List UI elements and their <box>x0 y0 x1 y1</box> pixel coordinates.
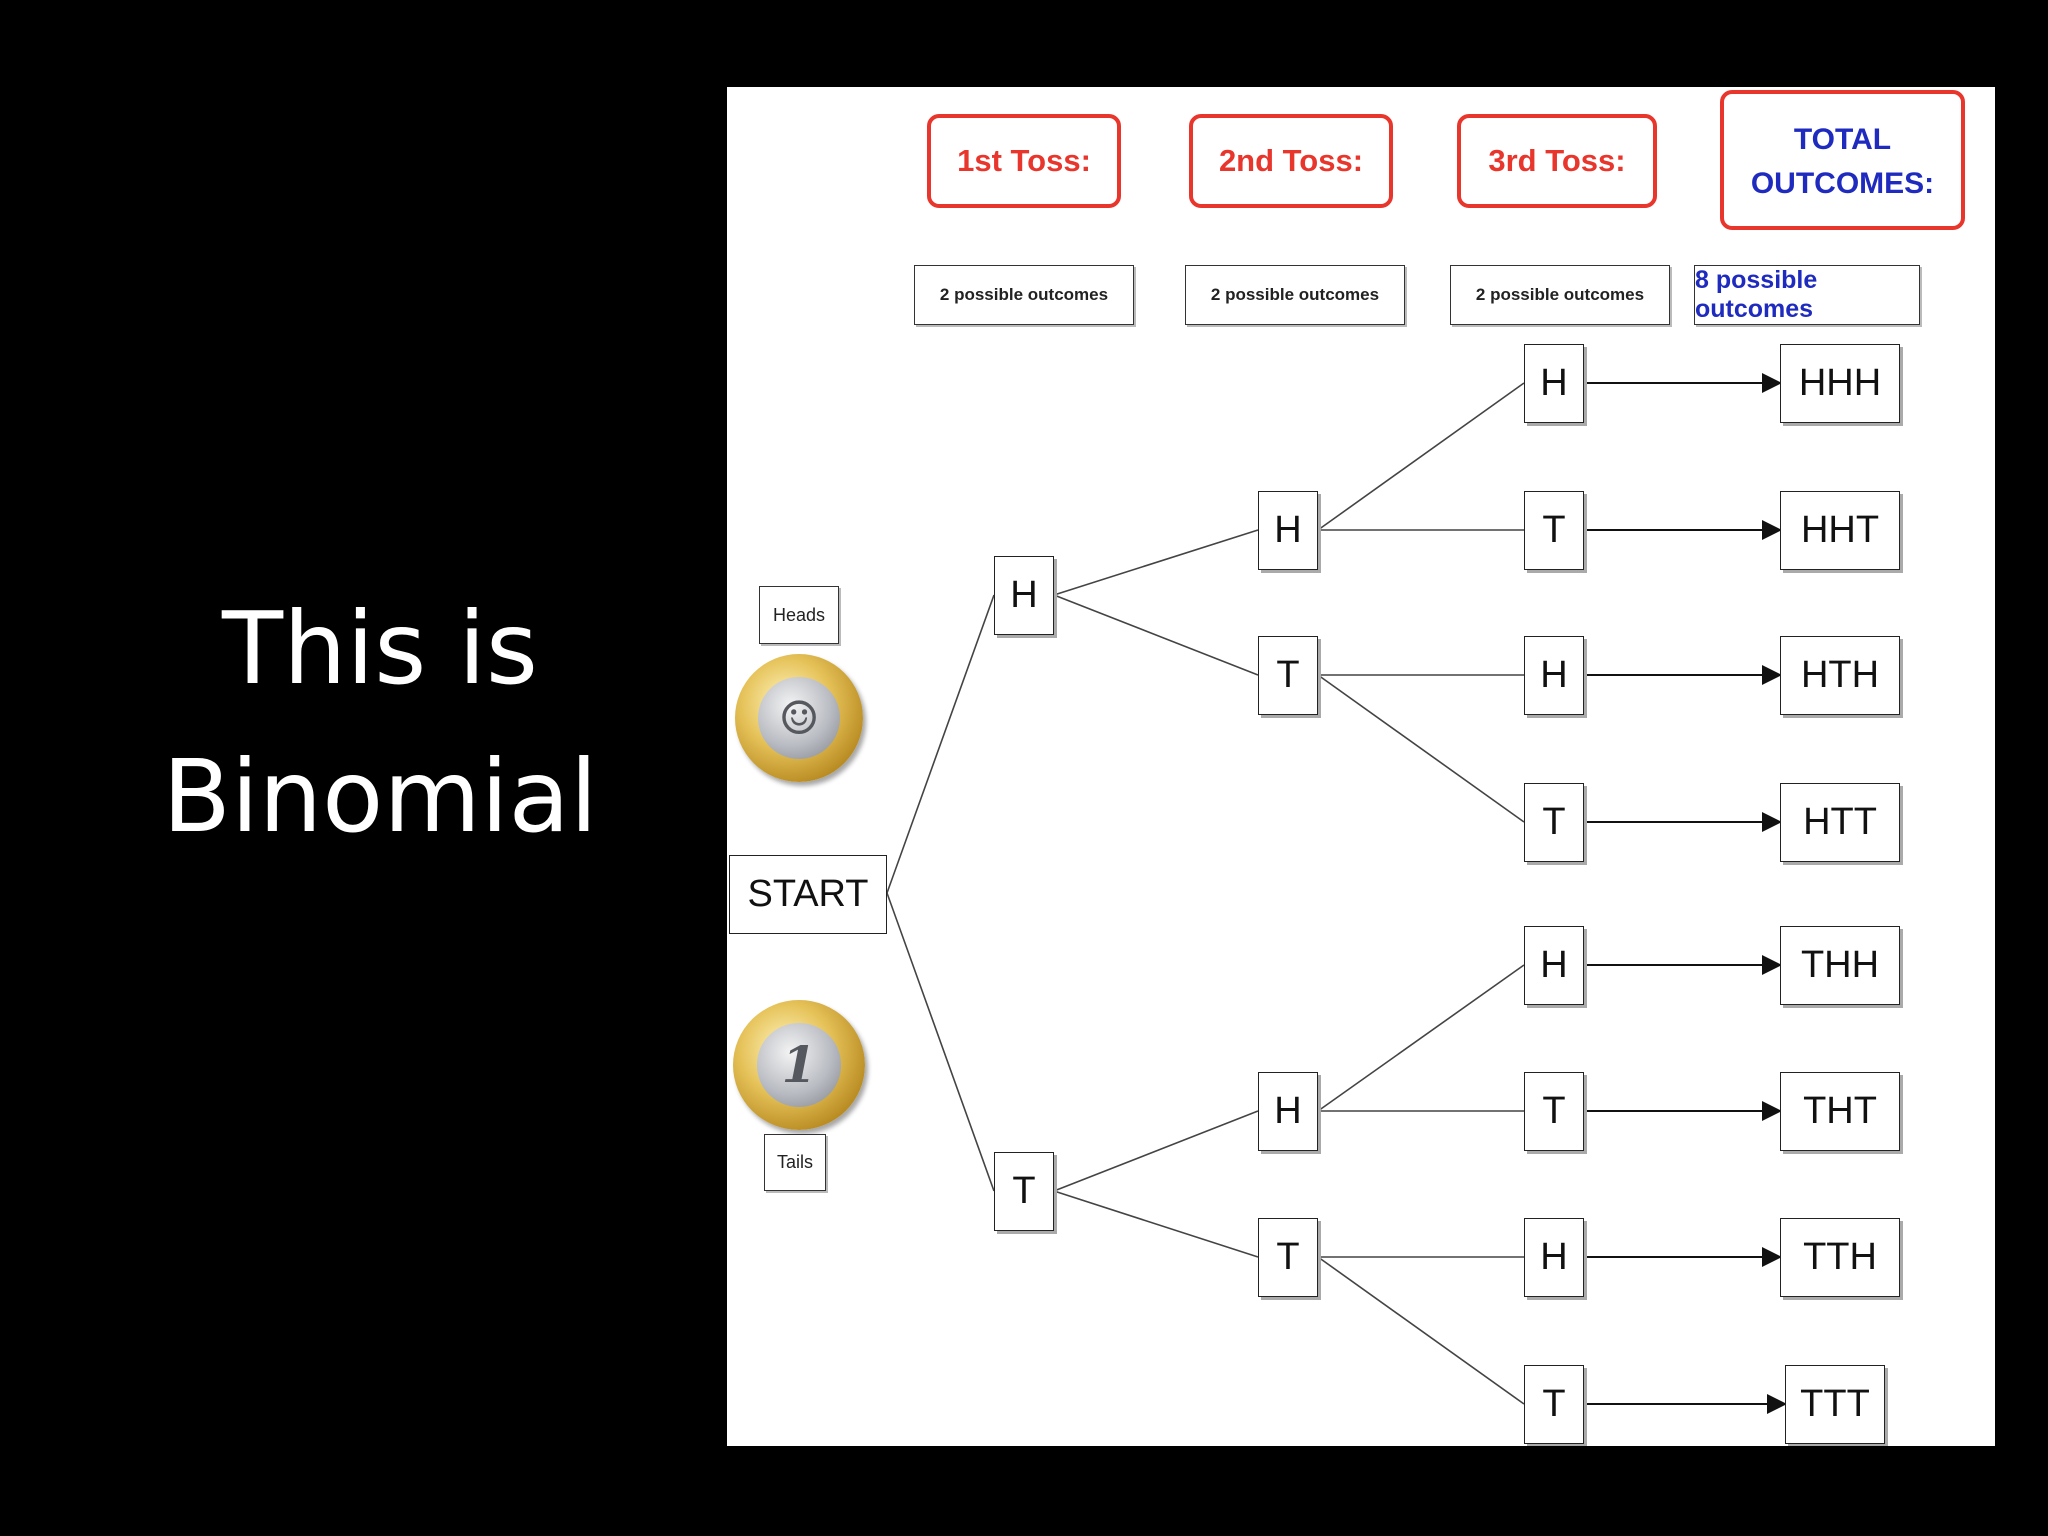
tree-node-3-hht: T <box>1524 491 1584 570</box>
start-node: START <box>729 855 887 934</box>
header-total-line-2: OUTCOMES: <box>1750 167 1935 200</box>
edge-ht-htt <box>1317 674 1525 823</box>
count-total: 8 possible outcomes <box>1694 265 1920 325</box>
slide-title-line-1: This is <box>221 590 538 707</box>
count-1st-toss: 2 possible outcomes <box>914 265 1134 325</box>
tree-node-3-tth: H <box>1524 1218 1584 1297</box>
tree-node-3-ttt: T <box>1524 1365 1584 1444</box>
tree-node-1-h: H <box>994 556 1054 635</box>
tree-node-3-tht: T <box>1524 1072 1584 1151</box>
slide-title: This is Binomial <box>60 575 700 871</box>
header-total-line-1: TOTAL <box>1793 123 1892 156</box>
tree-connectors <box>886 373 1787 1414</box>
tails-label: Tails <box>764 1134 826 1191</box>
heads-coin-face: ☺ <box>758 677 840 759</box>
tails-coin-icon: 1 <box>733 1000 865 1130</box>
edge-start-h <box>886 594 995 894</box>
edge-th-thh <box>1317 964 1525 1112</box>
count-3rd-toss: 2 possible outcomes <box>1450 265 1670 325</box>
outcome-thh: THH <box>1780 926 1900 1005</box>
edge-hh-hhh <box>1317 382 1525 531</box>
tree-node-3-hth: H <box>1524 636 1584 715</box>
edge-start-t <box>886 892 995 1192</box>
tree-node-3-htt: T <box>1524 783 1584 862</box>
outcome-ttt: TTT <box>1785 1365 1885 1444</box>
edge-h-ht <box>1053 594 1259 676</box>
heads-coin-icon: ☺ <box>735 654 863 782</box>
outcome-hht: HHT <box>1780 491 1900 570</box>
tree-node-3-thh: H <box>1524 926 1584 1005</box>
tree-node-2-th: H <box>1258 1072 1318 1151</box>
outcome-htt: HTT <box>1780 783 1900 862</box>
header-2nd-toss: 2nd Toss: <box>1189 114 1393 208</box>
tails-coin-face: 1 <box>756 1023 842 1107</box>
edge-tt-ttt <box>1317 1256 1525 1405</box>
slide-title-line-2: Binomial <box>162 738 598 855</box>
tree-node-3-hhh: H <box>1524 344 1584 423</box>
outcome-tht: THT <box>1780 1072 1900 1151</box>
outcome-hhh: HHH <box>1780 344 1900 423</box>
tree-node-2-hh: H <box>1258 491 1318 570</box>
tree-node-2-tt: T <box>1258 1218 1318 1297</box>
tree-node-1-t: T <box>994 1152 1054 1231</box>
header-total-outcomes: TOTAL OUTCOMES: <box>1720 90 1965 230</box>
probability-tree-panel: 1st Toss: 2nd Toss: 3rd Toss: TOTAL OUTC… <box>727 87 1995 1446</box>
edge-t-th <box>1053 1110 1259 1192</box>
edge-h-hh <box>1053 529 1259 596</box>
count-2nd-toss: 2 possible outcomes <box>1185 265 1405 325</box>
header-1st-toss: 1st Toss: <box>927 114 1121 208</box>
outcome-tth: TTH <box>1780 1218 1900 1297</box>
header-3rd-toss: 3rd Toss: <box>1457 114 1657 208</box>
tree-node-2-ht: T <box>1258 636 1318 715</box>
edge-t-tt <box>1053 1190 1259 1258</box>
outcome-hth: HTH <box>1780 636 1900 715</box>
heads-label: Heads <box>759 586 839 644</box>
